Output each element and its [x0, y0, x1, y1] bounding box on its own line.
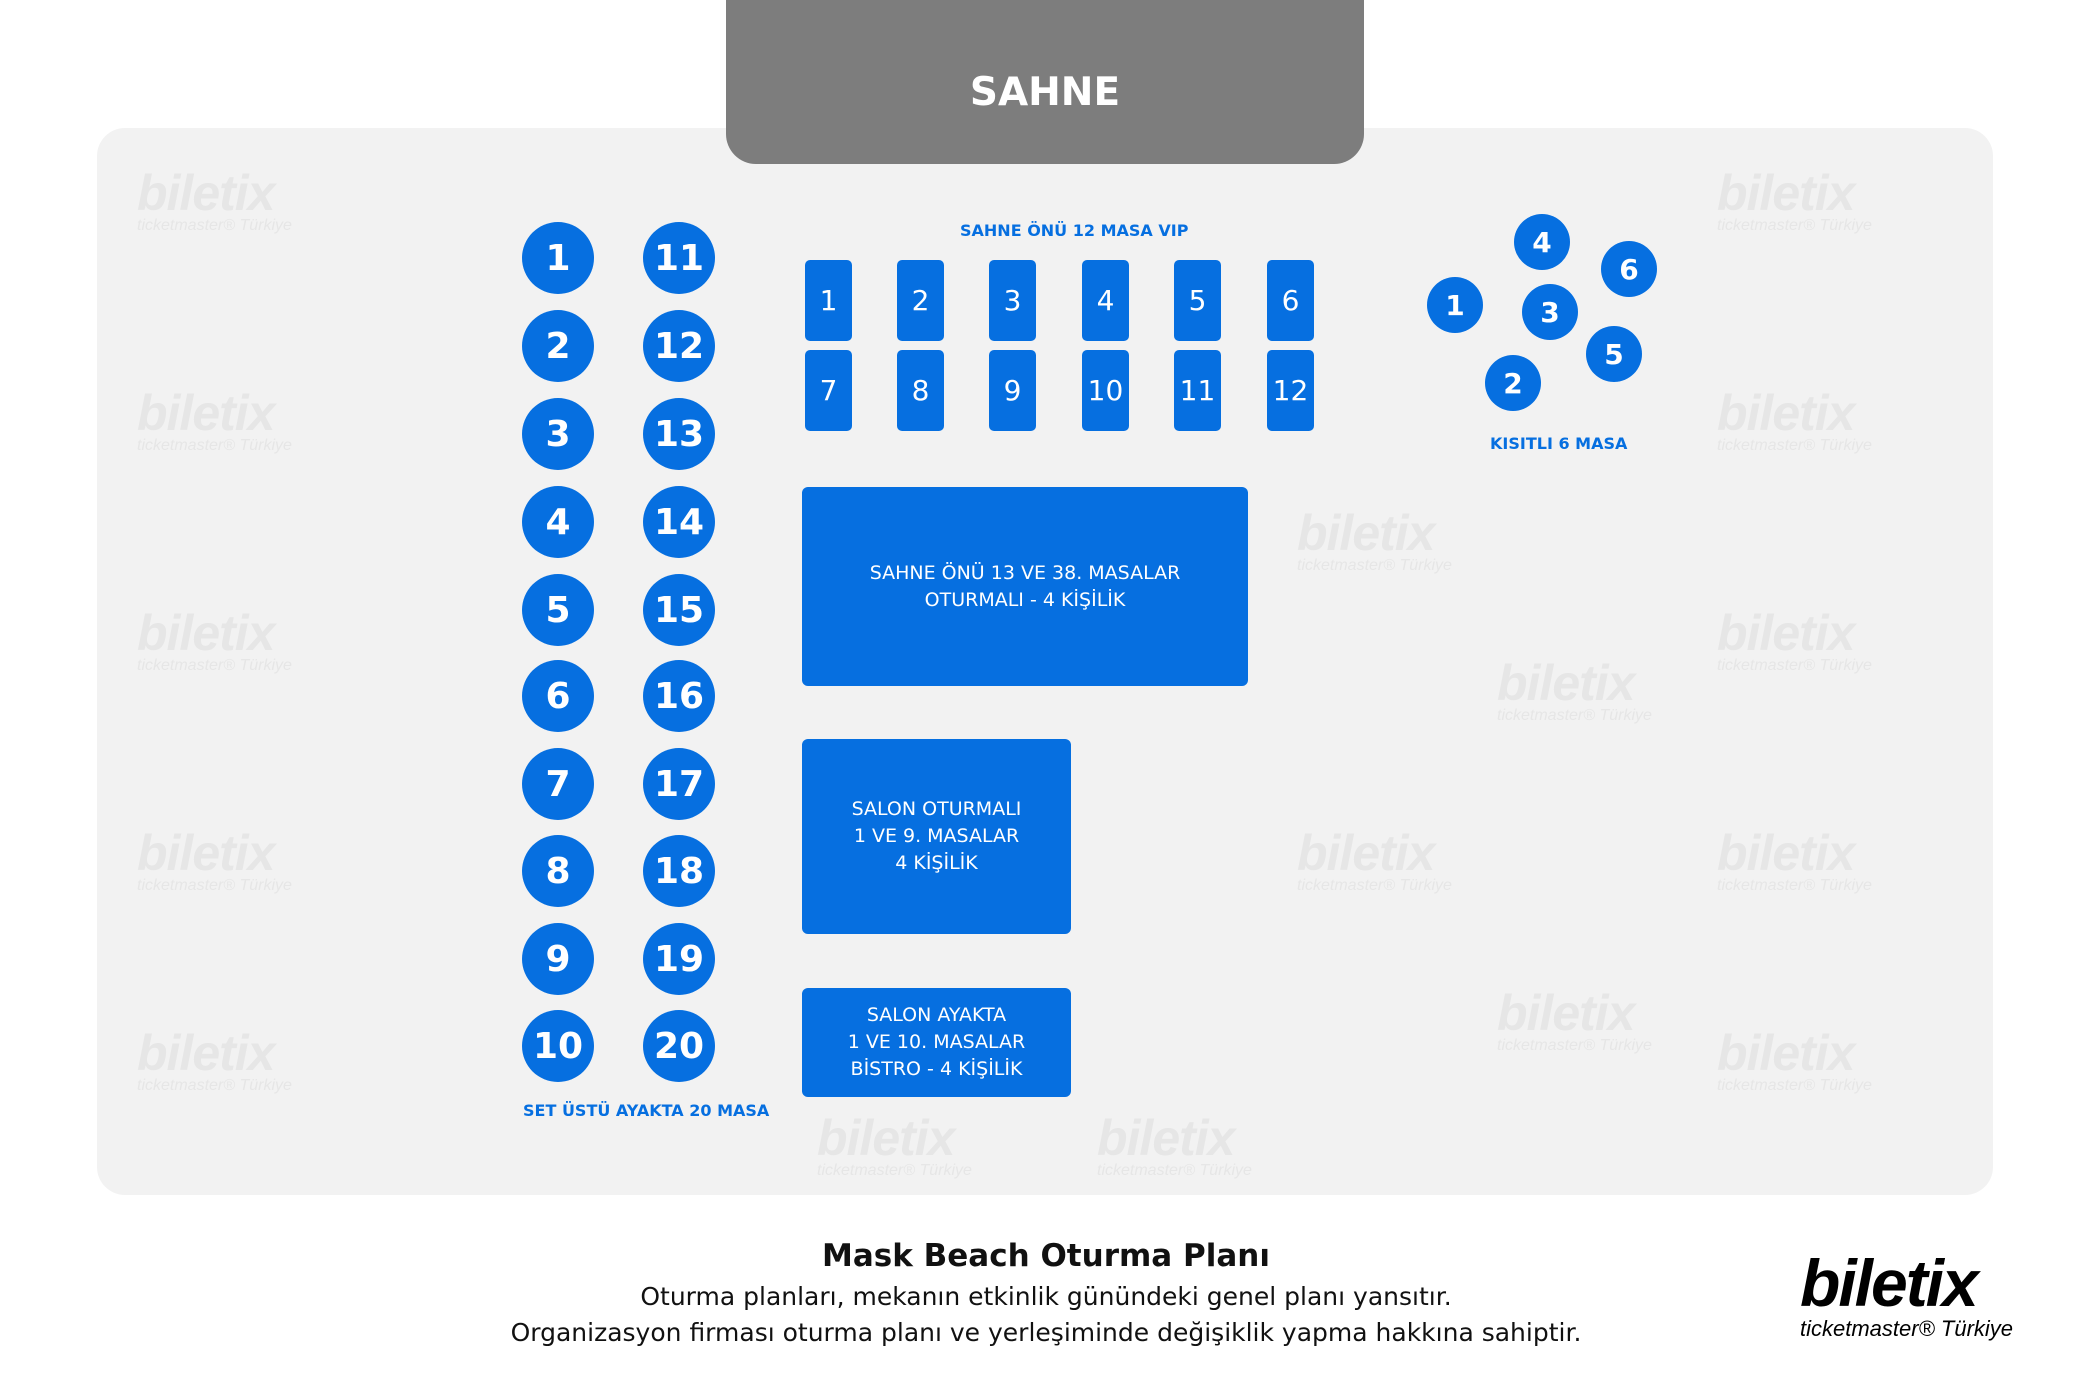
zone-line: OTURMALI - 4 KİŞİLİK: [924, 588, 1126, 611]
vip-table[interactable]: 7: [805, 350, 852, 431]
kisitli-table[interactable]: 4: [1514, 214, 1570, 270]
footer-title: Mask Beach Oturma Planı: [822, 1238, 1270, 1274]
vip-table[interactable]: 11: [1174, 350, 1221, 431]
set-ustu-table[interactable]: 14: [643, 486, 715, 558]
kisitli-table[interactable]: 1: [1427, 277, 1483, 333]
set-ustu-table[interactable]: 9: [522, 923, 594, 995]
vip-table[interactable]: 3: [989, 260, 1036, 341]
set-ustu-table[interactable]: 2: [522, 310, 594, 382]
vip-table[interactable]: 1: [805, 260, 852, 341]
set-ustu-table[interactable]: 12: [643, 310, 715, 382]
set-ustu-table[interactable]: 15: [643, 574, 715, 646]
zone-sahne-onu[interactable]: SAHNE ÖNÜ 13 VE 38. MASALAR OTURMALI - 4…: [802, 487, 1248, 686]
set-ustu-table[interactable]: 16: [643, 660, 715, 732]
set-ustu-table[interactable]: 7: [522, 748, 594, 820]
set-ustu-table[interactable]: 13: [643, 398, 715, 470]
zone-line: SAHNE ÖNÜ 13 VE 38. MASALAR: [869, 561, 1181, 584]
kisitli-section-label: KISITLI 6 MASA: [1490, 434, 1628, 453]
set-ustu-table[interactable]: 19: [643, 923, 715, 995]
vip-table[interactable]: 2: [897, 260, 944, 341]
kisitli-table[interactable]: 5: [1586, 326, 1642, 382]
zone-line: 4 KİŞİLİK: [895, 852, 978, 874]
vip-section-label: SAHNE ÖNÜ 12 MASA VIP: [960, 221, 1189, 240]
set-ustu-table[interactable]: 6: [522, 660, 594, 732]
kisitli-table[interactable]: 3: [1522, 284, 1578, 340]
vip-table[interactable]: 9: [989, 350, 1036, 431]
set-ustu-table[interactable]: 10: [522, 1010, 594, 1082]
zone-line: 1 VE 10. MASALAR: [847, 1031, 1026, 1053]
kisitli-table[interactable]: 6: [1601, 241, 1657, 297]
footer-line-2: Organizasyon firması oturma planı ve yer…: [510, 1318, 1582, 1347]
set-ustu-table[interactable]: 4: [522, 486, 594, 558]
footer-line-1: Oturma planları, mekanın etkinlik gününd…: [640, 1282, 1452, 1311]
vip-table[interactable]: 6: [1267, 260, 1314, 341]
set-ustu-table[interactable]: 5: [522, 574, 594, 646]
logo-sub: ticketmaster® Türkiye: [1800, 1316, 2014, 1341]
kisitli-table[interactable]: 2: [1485, 355, 1541, 411]
set-ustu-table[interactable]: 18: [643, 835, 715, 907]
zone-line: SALON AYAKTA: [866, 1004, 1007, 1026]
set-ustu-table[interactable]: 1: [522, 222, 594, 294]
stage-label: SAHNE: [969, 69, 1121, 115]
set-ustu-table[interactable]: 8: [522, 835, 594, 907]
zone-salon-oturmali[interactable]: SALON OTURMALI 1 VE 9. MASALAR 4 KİŞİLİK: [802, 739, 1071, 934]
zone-line: BİSTRO - 4 KİŞİLİK: [850, 1058, 1023, 1080]
set-ustu-table[interactable]: 20: [643, 1010, 715, 1082]
set-ustu-section-label: SET ÜSTÜ AYAKTA 20 MASA: [523, 1101, 770, 1120]
zone-salon-ayakta[interactable]: SALON AYAKTA 1 VE 10. MASALAR BİSTRO - 4…: [802, 988, 1071, 1097]
vip-table[interactable]: 5: [1174, 260, 1221, 341]
logo-brand: biletix: [1800, 1246, 1979, 1320]
stage: SAHNE: [726, 0, 1364, 164]
set-ustu-table[interactable]: 11: [643, 222, 715, 294]
zone-line: 1 VE 9. MASALAR: [853, 825, 1020, 847]
biletix-logo: biletix ticketmaster® Türkiye: [1800, 1250, 2013, 1342]
vip-table[interactable]: 8: [897, 350, 944, 431]
vip-table[interactable]: 4: [1082, 260, 1129, 341]
vip-table[interactable]: 12: [1267, 350, 1314, 431]
set-ustu-table[interactable]: 17: [643, 748, 715, 820]
vip-table[interactable]: 10: [1082, 350, 1129, 431]
zone-line: SALON OTURMALI: [851, 798, 1022, 820]
set-ustu-table[interactable]: 3: [522, 398, 594, 470]
